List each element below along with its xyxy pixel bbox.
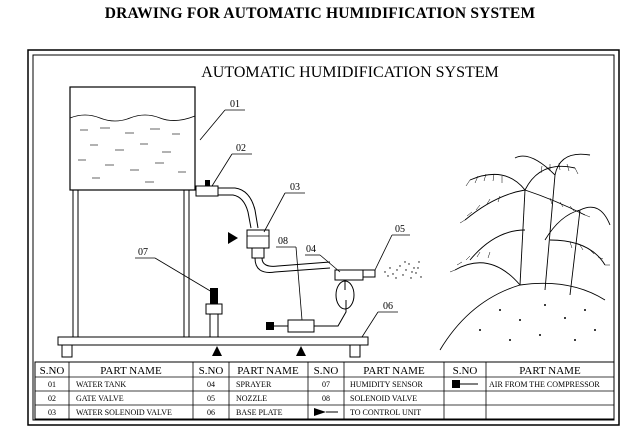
parts-table: S.NO PART NAME S.NO PART NAME S.NO PART … [34,361,615,420]
svg-text:05: 05 [395,224,405,235]
table-cell: WATER SOLENOID VALVE [76,408,172,417]
water-solenoid-valve [228,229,270,259]
nozzle-spray [384,261,422,279]
sprayer [334,269,376,310]
callout-04: 04 [305,244,341,273]
gate-valve [195,180,219,197]
square-arrow-icon [452,380,478,388]
sheet-border [27,49,620,426]
table-cell: TO CONTROL UNIT [350,408,421,417]
svg-text:02: 02 [236,143,246,154]
header-sno-3: S.NO [314,365,339,377]
page-title: DRAWING FOR AUTOMATIC HUMIDIFICATION SYS… [104,5,536,22]
table-cell: 05 [207,394,215,403]
table-cell: GATE VALVE [76,394,124,403]
callout-07: 07 [135,247,213,293]
water-tank [69,86,196,337]
table-cell: AIR FROM THE COMPRESSOR [489,380,600,389]
sheet-inner-border [32,54,615,421]
callout-06: 06 [361,301,398,338]
table-cell: SOLENOID VALVE [350,394,417,403]
callout-02: 02 [211,143,252,187]
table-cell: 02 [48,394,56,403]
table-cell: 08 [322,394,330,403]
header-part-name-3: PART NAME [363,365,425,377]
solenoid-valve [266,300,347,333]
table-cell: WATER TANK [76,380,126,389]
callout-03: 03 [263,182,305,233]
table-cell: 07 [322,380,330,389]
svg-text:04: 04 [306,244,316,255]
callout-08: 08 [276,236,303,321]
table-cell: 03 [48,408,56,417]
svg-text:07: 07 [138,247,148,258]
plant-illustration [439,153,611,351]
table-cell: HUMIDITY SENSOR [350,380,423,389]
header-part-name-4: PART NAME [519,365,581,377]
table-cell: 01 [48,380,56,389]
header-part-name-2: PART NAME [237,365,299,377]
svg-text:06: 06 [383,301,393,312]
table-cell: SPRAYER [236,380,272,389]
header-sno-2: S.NO [199,365,224,377]
drawing-title: AUTOMATIC HUMIDIFICATION SYSTEM [201,64,499,81]
table-cell: NOZZLE [236,394,267,403]
header-sno-1: S.NO [40,365,65,377]
header-part-name-1: PART NAME [100,365,162,377]
base-plate [57,336,369,358]
humidity-sensor [205,288,223,338]
header-sno-4: S.NO [453,365,478,377]
table-cell: 06 [207,408,215,417]
callout-01: 01 [199,99,245,141]
svg-text:08: 08 [278,236,288,247]
svg-text:01: 01 [230,99,240,110]
table-cell: BASE PLATE [236,408,283,417]
table-cell: 04 [207,380,215,389]
triangle-arrow-icon [314,408,338,416]
svg-text:03: 03 [290,182,300,193]
callout-05: 05 [374,224,410,271]
